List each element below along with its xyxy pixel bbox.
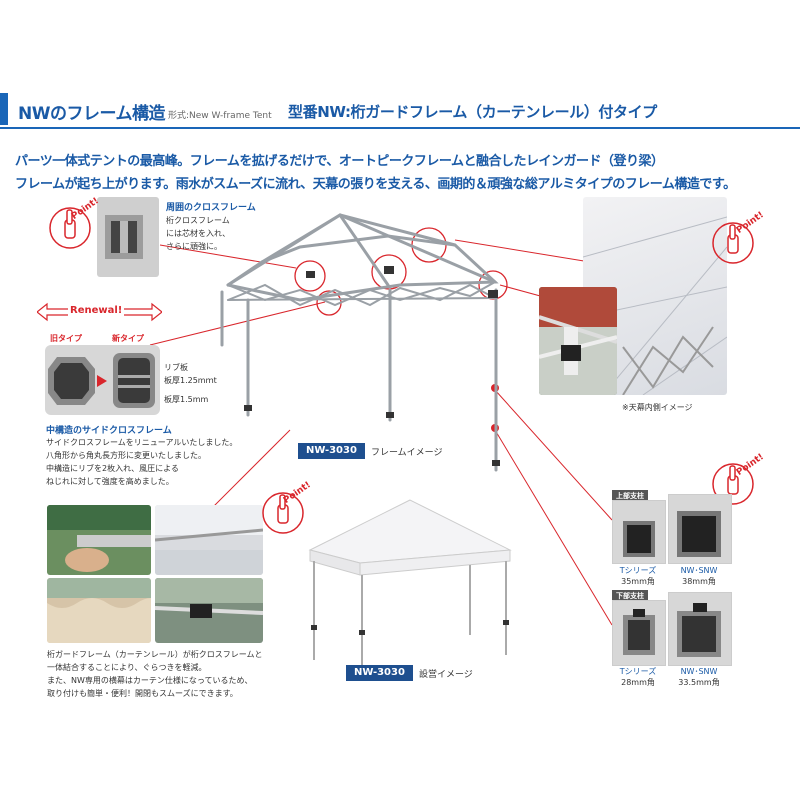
mid-frame-line-1: サイドクロスフレームをリニューアルいたしました。 — [46, 438, 238, 447]
upper-nw-size: 38mm角 — [682, 577, 716, 586]
setup-image-label: 設営イメージ — [418, 669, 473, 680]
upper-t-pole-image — [612, 500, 666, 564]
curtain-photo-1 — [47, 505, 151, 575]
mid-frame-line-3: 中構造にリブを2枚入れ、風圧による — [46, 464, 179, 473]
frame-model: NW-3030 — [298, 443, 365, 459]
perimeter-desc: 桁クロスフレーム には芯材を入れ、 さらに頑強に。 — [166, 214, 230, 253]
mid-frame-line-2: 八角形から角丸長方形に変更いたしました。 — [46, 451, 206, 460]
section-title: NWのフレーム構造 — [18, 104, 165, 124]
renewal-label: Renewal! — [68, 305, 125, 316]
point-hand-icon-4 — [712, 463, 754, 505]
lead-line-2: フレームが起ち上がります。雨水がスムーズに流れ、天幕の張りを支える、画期的＆頑強… — [15, 177, 736, 192]
new-type-label: 新タイプ — [112, 334, 144, 343]
point-hand-icon-2 — [712, 222, 754, 264]
square-pole-icon-4 — [677, 603, 721, 657]
corner-joint-drawing — [539, 287, 617, 395]
upper-t-size: 35mm角 — [621, 577, 655, 586]
curtain-photo-1-drawing — [47, 505, 151, 572]
curtain-line-4: 取り付けも簡単・便利！開閉もスムーズにできます。 — [47, 689, 238, 698]
setup-image-tag: NW-3030 設営イメージ — [346, 665, 473, 681]
lower-pole-header: 下部支柱 — [612, 590, 648, 602]
lower-t-size: 28mm角 — [621, 678, 655, 687]
frame-image-label: フレームイメージ — [370, 447, 443, 458]
setup-model: NW-3030 — [346, 665, 413, 681]
curtain-rail-desc: 桁ガードフレーム（カーテンレール）が桁クロスフレームと 一体結合することにより、… — [47, 648, 263, 700]
mid-frame-title: 中構造のサイドクロスフレーム — [46, 426, 172, 436]
square-pole-icon — [623, 521, 655, 557]
rib-label: リブ板 — [164, 363, 188, 372]
curtain-photo-2-drawing — [155, 505, 263, 575]
upper-t-name: Tシリーズ — [619, 566, 657, 575]
mid-frame-line-4: ねじれに対して強度を高めました。 — [46, 477, 174, 486]
model-title: 型番NW:桁ガードフレーム（カーテンレール）付タイプ — [288, 103, 657, 121]
lower-nw-size: 33.5mm角 — [678, 678, 720, 687]
old-type-label: 旧タイプ — [50, 334, 82, 343]
square-pole-icon-2 — [677, 511, 721, 557]
perimeter-line-1: 桁クロスフレーム — [166, 216, 230, 225]
callout-lines — [149, 239, 613, 626]
point-hand-icon — [49, 207, 91, 249]
curtain-photo-3 — [47, 578, 151, 643]
curtain-photo-3-drawing — [47, 578, 151, 643]
perimeter-line-3: さらに頑強に。 — [166, 242, 222, 251]
upper-nw-pole-image — [668, 494, 732, 564]
corner-joint-photo — [539, 287, 617, 395]
curtain-line-1: 桁ガードフレーム（カーテンレール）が桁クロスフレームと — [47, 650, 263, 659]
section-subtitle: 形式:New W-frame Tent — [168, 111, 272, 121]
lower-nw-pole-image — [668, 592, 732, 666]
plate-thickness: 板厚1.5mm — [164, 395, 209, 404]
perimeter-line-2: には芯材を入れ、 — [166, 229, 231, 238]
curtain-line-2: 一体結合することにより、ぐらつきを軽減。 — [47, 663, 207, 672]
upper-pole-header: 上部支柱 — [612, 490, 648, 502]
perimeter-frame-photo — [97, 197, 159, 277]
perimeter-title: 周囲のクロスフレーム — [166, 203, 256, 213]
cross-section-comparison — [45, 345, 160, 415]
curtain-line-3: また、NW専用の横幕はカーテン仕様になっているため、 — [47, 676, 253, 685]
curtain-photo-4 — [155, 578, 263, 643]
mid-frame-desc: サイドクロスフレームをリニューアルいたしました。 八角形から角丸長方形に変更いた… — [46, 436, 237, 488]
rib-thickness: 板厚1.25mｍt — [164, 376, 217, 385]
tent-frame — [220, 213, 499, 472]
curtain-photo-4-drawing — [155, 578, 263, 618]
curtain-photo-2 — [155, 505, 263, 575]
header-accent-bar — [0, 93, 8, 125]
square-tube-icon — [105, 215, 143, 259]
upper-nw-name: NW･SNW — [680, 566, 718, 575]
frame-joints — [244, 266, 500, 466]
header-divider — [0, 127, 800, 129]
lower-nw-name: NW･SNW — [680, 667, 718, 676]
inner-caption: ※天幕内側イメージ — [622, 403, 693, 412]
frame-image-tag: NW-3030 フレームイメージ — [298, 443, 443, 459]
square-pole-icon-3 — [623, 609, 655, 655]
point-hand-icon-3 — [262, 492, 304, 534]
lower-t-name: Tシリーズ — [619, 667, 657, 676]
canopy-interior-drawing — [583, 216, 727, 395]
lead-line-1: パーツ一体式テントの最高峰。フレームを拡げるだけで、オートピークフレームと融合し… — [15, 154, 664, 169]
lower-t-pole-image — [612, 600, 666, 666]
tent-setup-illustration — [308, 499, 512, 665]
